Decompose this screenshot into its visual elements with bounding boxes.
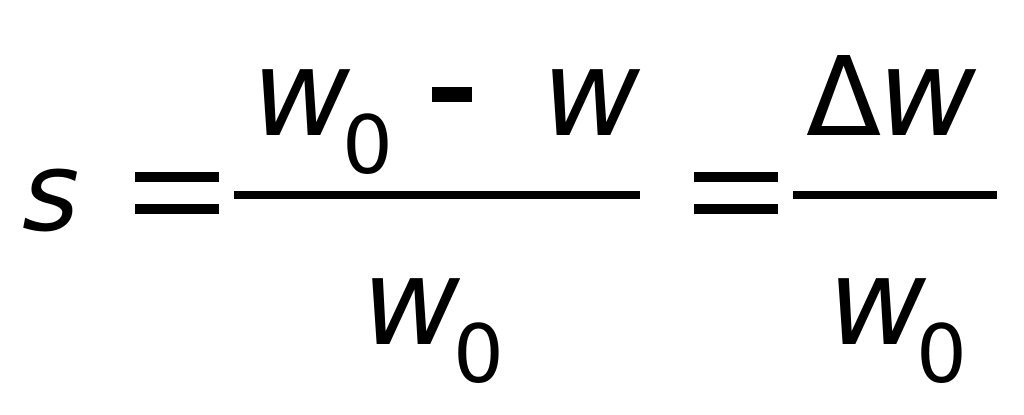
delta-symbol: Δ — [806, 33, 881, 161]
numerator-term1: w — [252, 25, 351, 164]
lhs-variable: s — [22, 128, 79, 256]
equals-sign-two-bottom-bar — [694, 204, 778, 214]
fraction-two: Δ w w 0 — [793, 25, 997, 401]
fraction-one-bar — [234, 191, 640, 199]
equals-sign-top-bar — [135, 172, 219, 182]
equals-sign: = — [135, 172, 219, 214]
equals-sign-bottom-bar — [135, 204, 219, 214]
fraction-two-bar — [793, 191, 997, 199]
fraction-one: w 0 - w w 0 — [234, 25, 641, 401]
equals-sign-two: = — [694, 172, 778, 214]
numerator-term2: w — [542, 25, 641, 164]
denominator-term: w — [362, 234, 461, 373]
denominator-two-subscript: 0 — [916, 308, 967, 401]
denominator-two-term: w — [828, 234, 927, 373]
denominator-subscript: 0 — [453, 308, 504, 401]
numerator-delta-term: w — [878, 25, 977, 164]
numerator-minus-sign — [432, 87, 472, 102]
equals-sign-two-top-bar — [694, 172, 778, 182]
numerator-term1-subscript: 0 — [342, 99, 393, 192]
